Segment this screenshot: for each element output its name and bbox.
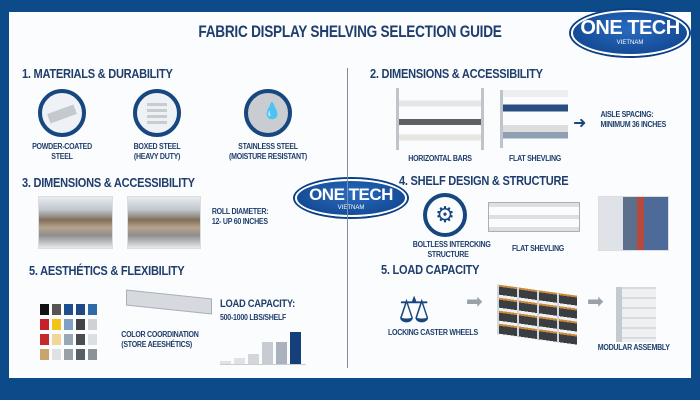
logo-top: ONE TECH VIETNAM [571, 10, 689, 56]
color-swatch [88, 334, 97, 345]
color-swatch [40, 334, 49, 345]
label-horizontal-bars: HORIZONTAL BARS [408, 154, 472, 163]
color-swatch [88, 319, 97, 330]
water-drop-icon: 💧 [244, 89, 292, 137]
label-boltless: BOLTLESS INTERCKING STRUCTURE [412, 240, 491, 259]
load-bar [262, 341, 273, 364]
load-bar [290, 332, 301, 364]
load-bar [276, 341, 287, 364]
color-swatch [52, 319, 61, 330]
color-swatch [64, 334, 73, 345]
load-bar-chart [220, 332, 306, 365]
color-swatch [88, 304, 97, 315]
arrow-right-icon: ➜ [573, 115, 587, 132]
label-flat-shelving: FLAT SHEVLING [509, 154, 561, 163]
color-swatch [64, 349, 73, 360]
color-swatch [64, 319, 73, 330]
load-bar [248, 354, 259, 364]
label-locking-caster: LOCKING CASTER WHEELS [388, 328, 478, 337]
divider [347, 68, 348, 368]
section-5-aesthetics-heading: 5. AESTHÉTICS & FLEXIBILITY [29, 263, 185, 278]
load-bar [234, 357, 245, 364]
load-capacity-sub: 500-1000 LBS/SHELF [220, 313, 287, 322]
item-boxed-steel: BOXED STEEL (HEAVY DUTY) [133, 142, 181, 161]
item-powder-coated: POWDER-COATED STEEL [32, 142, 92, 161]
flat-shelf-image [488, 202, 580, 232]
store-aisle-photo [598, 196, 669, 251]
color-swatches [40, 304, 97, 364]
flat-shelving-image [500, 90, 568, 148]
section-4-heading: 4. SHELF DESIGN & STRUCTURE [399, 173, 569, 188]
modular-shelf-image [616, 287, 656, 342]
color-swatch [76, 349, 85, 360]
load-bar [220, 360, 231, 364]
color-swatch [52, 349, 61, 360]
section-1-heading: 1. MATERIALS & DURABILITY [22, 66, 173, 81]
color-swatch [40, 304, 49, 315]
aisle-spacing-note: AISLE SPACING: MINIMUM 36 INCHES [600, 110, 667, 129]
roll-diameter-note: ROLL DIAMETER: 12- UP 60 INCHES [211, 207, 269, 226]
color-swatch [40, 319, 49, 330]
color-swatch [52, 334, 61, 345]
item-stainless: STAINLESS STEEL (MOISTURE RESISTANT) [229, 142, 307, 161]
label-flat-shelving-2: FLAT SHEVLING [512, 244, 564, 253]
logo-sub: VIETNAM [337, 205, 365, 211]
color-swatch [40, 349, 49, 360]
color-coordination-label: COLOR COORDINATION (STORE AEESHÉTICS) [121, 330, 199, 349]
color-swatch [76, 304, 85, 315]
color-swatch [64, 304, 73, 315]
section-2-heading: 2. DIMENSIONS & ACCESSIBILITY [370, 66, 543, 81]
color-swatch [76, 334, 85, 345]
logo-center: ONE TECH VIETNAM [295, 179, 407, 217]
color-swatch [88, 349, 97, 360]
section-5-load-heading: 5. LOAD CAPACITY [381, 262, 480, 277]
logo-text: ONE TECH [580, 17, 680, 39]
logo-sub: VIETNAM [616, 40, 644, 46]
steel-beam-icon [38, 89, 86, 137]
arrow-right-icon: ➡ [587, 291, 604, 313]
arrow-right-icon: ➡ [466, 291, 483, 313]
color-swatch [76, 319, 85, 330]
label-modular-assembly: MODULAR ASSEMBLY [597, 343, 670, 352]
store-photo-2 [127, 196, 201, 249]
boxed-steel-icon [133, 89, 181, 137]
logo-text: ONE TECH [309, 185, 393, 204]
page-title: FABRIC DISPLAY SHELVING SELECTION GUIDE [198, 22, 502, 41]
horizontal-bars-image [396, 88, 484, 150]
scale-icon: ⚖ [398, 289, 431, 330]
color-swatch [52, 304, 61, 315]
load-capacity-title: LOAD CAPACITY: [220, 298, 296, 310]
store-photo-1 [38, 196, 113, 249]
section-3-heading: 3. DIMENSIONS & ACCESSIBILITY [22, 175, 195, 190]
gears-icon: ⚙ [423, 193, 467, 237]
